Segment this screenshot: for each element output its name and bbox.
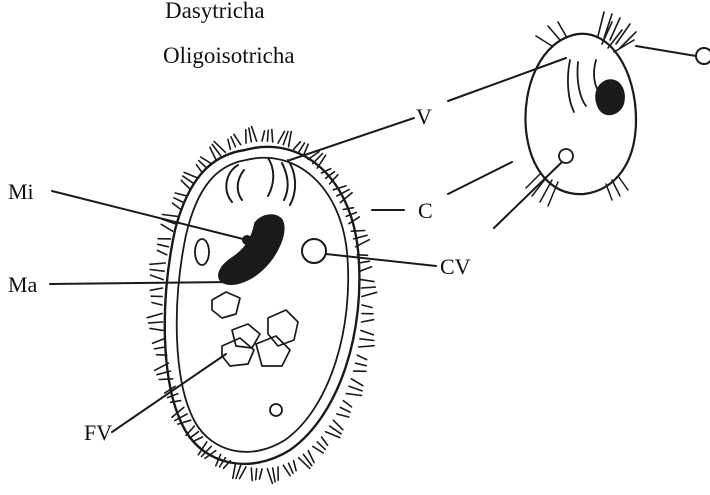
cilium [193, 437, 202, 441]
cilium [147, 314, 162, 318]
cilium [233, 463, 236, 478]
cilium [362, 292, 377, 296]
cilium [272, 130, 273, 142]
cilium [333, 420, 343, 430]
cilium [231, 137, 236, 147]
cilium [349, 386, 362, 391]
dasytricha-outer-pellicle [165, 147, 360, 464]
label-cv: CV [440, 254, 471, 279]
title-oligoisotricha: Oligoisotricha [163, 43, 295, 68]
title-dasytricha: Dasytricha [165, 0, 265, 23]
cilium [149, 322, 163, 323]
cilium [162, 215, 177, 217]
contractile-vacuole [302, 239, 326, 263]
label-c: C [418, 198, 433, 223]
vestibulum [226, 158, 295, 205]
oligoisotricha-contractile-vacuole [559, 149, 573, 163]
cilium [361, 330, 374, 335]
label-o-partial [696, 48, 710, 64]
cilium [155, 347, 166, 349]
label-v: V [416, 104, 432, 129]
cilium [153, 339, 165, 344]
cilium [356, 363, 367, 366]
cilium [240, 467, 247, 479]
cilium [228, 139, 231, 149]
cilium [351, 379, 362, 386]
cilium [294, 142, 301, 150]
cilium [317, 442, 325, 450]
cilium [159, 379, 172, 380]
cilium [174, 198, 184, 203]
cilium [299, 143, 305, 152]
cilium [283, 465, 290, 475]
cilium [362, 305, 372, 308]
cilium [161, 224, 172, 231]
cilium [249, 128, 251, 142]
cilium [157, 250, 166, 254]
cilium [150, 288, 162, 290]
cilium [252, 127, 257, 142]
cilium [150, 263, 165, 264]
cilium [362, 320, 374, 322]
dasytricha-inner-pellicle [177, 158, 348, 452]
cilium [214, 142, 225, 153]
cilium [278, 131, 285, 143]
dasytricha-cell [147, 127, 376, 484]
cilium [273, 468, 275, 482]
cilium [360, 339, 374, 341]
cilium [362, 287, 376, 288]
cilium [267, 469, 272, 484]
label-mi: Mi [8, 179, 34, 204]
posterior-vacuole [270, 404, 282, 416]
posterior-cilia-tuft [526, 174, 628, 206]
dasytricha-cilia [147, 127, 376, 484]
cilium [360, 267, 372, 272]
label-fv: FV [84, 420, 112, 445]
cilium [357, 355, 366, 359]
cilium [262, 131, 265, 141]
cilium [184, 172, 198, 178]
cilium [151, 275, 164, 280]
cilium [171, 401, 181, 403]
macronucleus [219, 215, 284, 284]
cilium [294, 461, 297, 471]
cilium [173, 203, 181, 209]
oligoisotricha-cell [525, 12, 636, 206]
cilium [361, 280, 374, 282]
left-vacuole [195, 239, 209, 265]
label-ma: Ma [8, 272, 38, 297]
cilium [289, 463, 294, 473]
cilium [289, 132, 292, 147]
cilium [152, 303, 162, 306]
cilium [299, 458, 310, 469]
cilium [322, 437, 328, 445]
cilium [313, 446, 324, 453]
cilium [326, 432, 340, 438]
cilium [359, 346, 374, 347]
cilium [343, 401, 351, 407]
cilium [340, 407, 350, 412]
cilium [150, 270, 164, 272]
cilium [181, 180, 191, 190]
anterior-cilia-tuft [536, 12, 636, 52]
cilium [346, 394, 361, 396]
oligoisotricha-body [525, 34, 636, 194]
cilium [251, 468, 252, 480]
oligoisotricha-nucleus [595, 79, 625, 115]
cilium [234, 134, 241, 144]
cilium [351, 231, 364, 232]
cilium [337, 414, 349, 417]
cilium [256, 469, 257, 480]
cilium [150, 328, 163, 330]
cilium [199, 161, 207, 169]
cilium [267, 130, 268, 141]
cilium [260, 469, 263, 479]
cilium [175, 193, 187, 196]
cilium [359, 261, 370, 263]
cilium [158, 244, 169, 247]
cilium [201, 157, 212, 164]
